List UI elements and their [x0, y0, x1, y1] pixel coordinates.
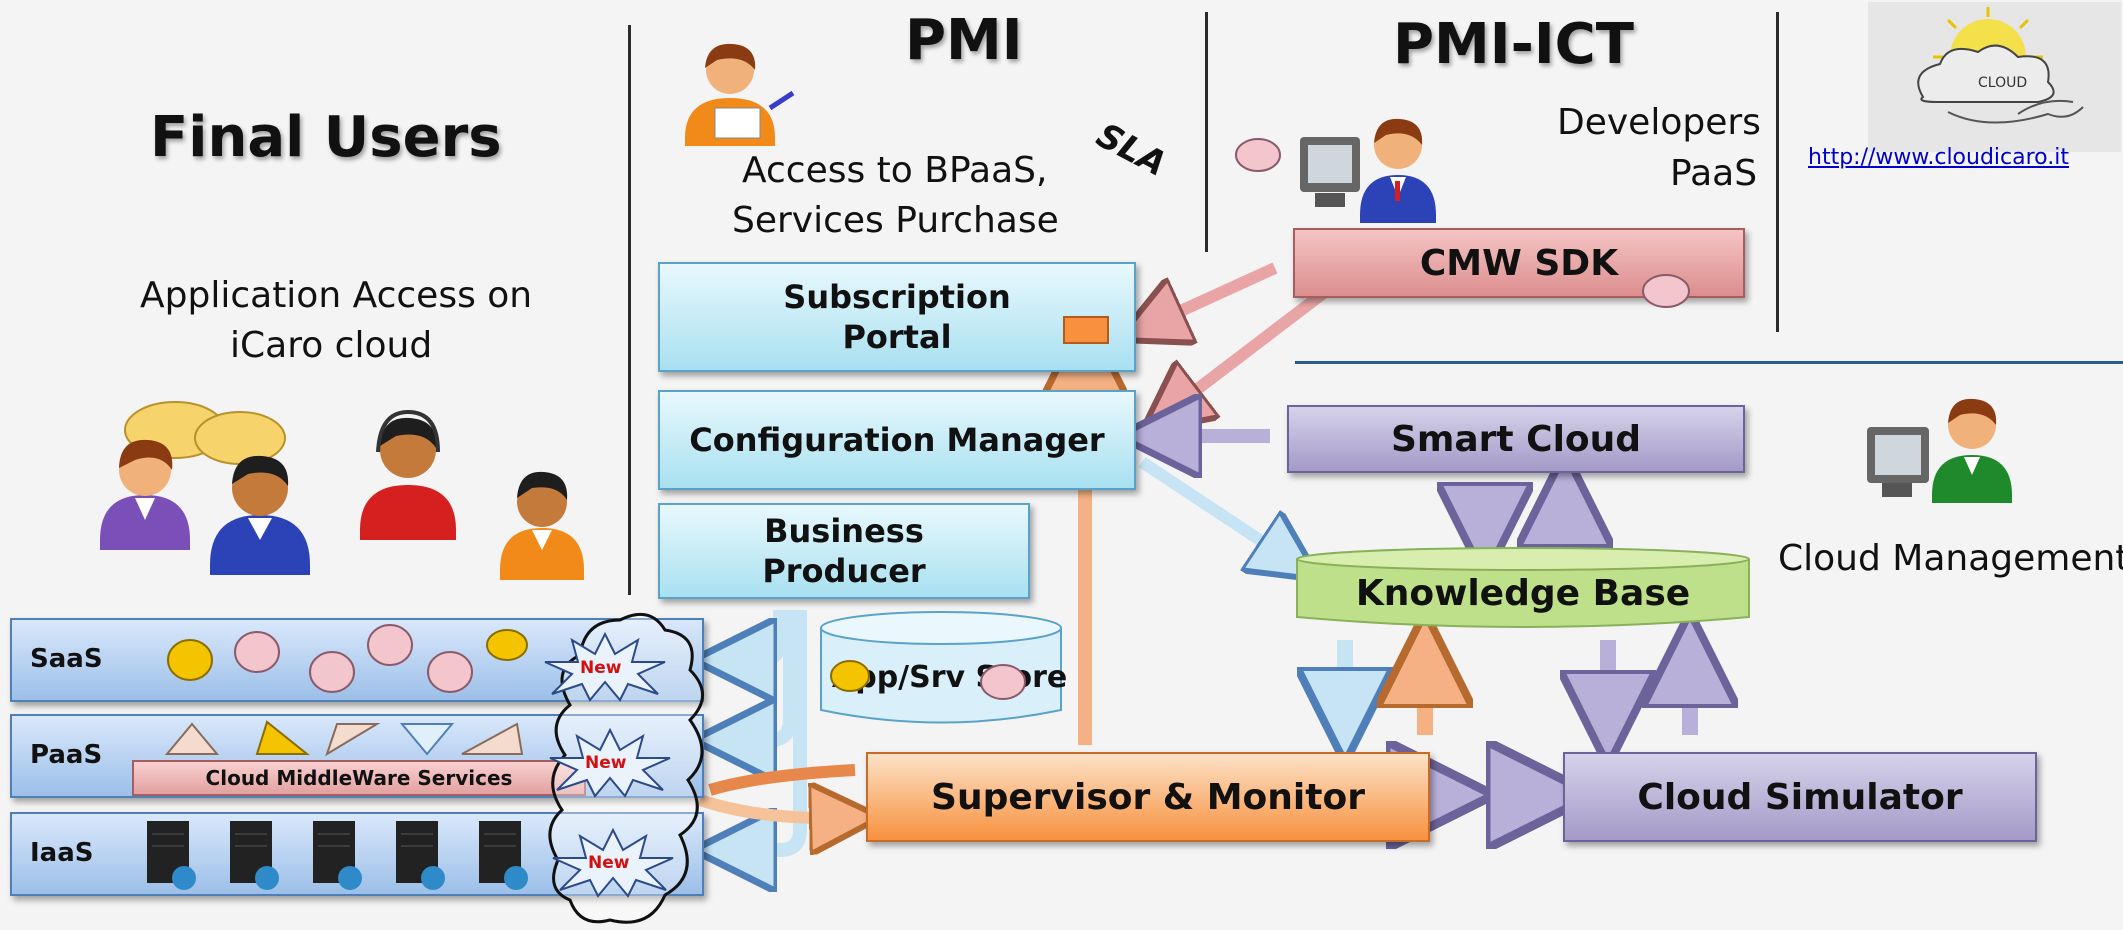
- server-icon: [147, 821, 196, 890]
- separator-final-users-pmi: [628, 25, 631, 595]
- cloud-middleware-bar: Cloud MiddleWare Services: [132, 760, 586, 796]
- subscription-portal-line2: Portal: [842, 318, 952, 356]
- cloud-simulator-label: Cloud Simulator: [1637, 776, 1963, 818]
- saas-label: SaaS: [30, 644, 103, 674]
- service-ball-icon: [309, 651, 355, 693]
- knowledge-base-label: Knowledge Base: [1355, 573, 1691, 614]
- smart-cloud-label: Smart Cloud: [1390, 418, 1642, 460]
- server-icon: [479, 821, 528, 890]
- paas-label: PaaS: [30, 740, 103, 770]
- app-srv-store-cylinder: App/Srv Store: [818, 610, 1068, 730]
- new-starburst-saas: [544, 632, 666, 702]
- service-ball-icon: [234, 631, 280, 673]
- user-person-icon: [210, 455, 310, 575]
- arrow-producer-to-saas: [735, 610, 787, 660]
- new-badge-iaas: New: [588, 853, 630, 873]
- developers-label: Developers: [1557, 102, 1761, 143]
- cloud-simulator-box: Cloud Simulator: [1563, 752, 2037, 842]
- service-ball-icon: [367, 624, 413, 666]
- saas-service-balls: [167, 624, 528, 693]
- business-producer-line2: Producer: [762, 552, 926, 590]
- cloud-management-label: Cloud Management: [1778, 538, 2123, 579]
- cloudicaro-link[interactable]: http://www.cloudicaro.it: [1808, 145, 2069, 170]
- sdk-component-icon: [1642, 274, 1690, 308]
- pmi-ict-heading: PMI-ICT: [1393, 12, 1634, 77]
- arrow-config-to-kb: [1138, 456, 1290, 560]
- cmw-sdk-label: CMW SDK: [1419, 242, 1619, 284]
- arrow-sdk-to-config: [1170, 283, 1334, 410]
- pmi-access-line2: Services Purchase: [732, 200, 1059, 241]
- cloud-management-admin-icon: [1867, 398, 2012, 503]
- pmi-access-line1: Access to BPaaS,: [742, 150, 1048, 191]
- business-producer-box: Business Producer: [658, 503, 1030, 599]
- service-ball-icon: [980, 664, 1026, 700]
- new-starburst-iaas: [552, 828, 674, 898]
- cloud-middleware-label: Cloud MiddleWare Services: [205, 766, 513, 790]
- pmi-user-icon: [685, 43, 795, 146]
- service-ball-icon: [486, 629, 528, 661]
- separator-pmi-pmiict: [1205, 12, 1208, 252]
- final-users-caption-line2: iCaro cloud: [230, 325, 433, 366]
- subscription-portal-line1: Subscription: [783, 278, 1011, 316]
- server-icon: [230, 821, 279, 890]
- supervisor-monitor-label: Supervisor & Monitor: [931, 776, 1365, 818]
- user-person-icon: [500, 471, 584, 580]
- server-icon: [396, 821, 445, 890]
- user-person-icon: [100, 439, 190, 550]
- cloudicaro-logo: CLOUD: [1868, 2, 2121, 152]
- final-users-heading: Final Users: [150, 105, 502, 170]
- horizontal-separator: [1295, 361, 2123, 364]
- arrow-sdk-to-portal: [1150, 262, 1278, 325]
- user-person-icon: [360, 409, 456, 540]
- configuration-manager-box: Configuration Manager: [658, 390, 1136, 490]
- new-badge-saas: New: [580, 658, 622, 678]
- new-starburst-paas: [549, 728, 671, 798]
- arrow-producer-to-paas: [735, 610, 797, 740]
- logo-cloud-text: CLOUD: [1978, 75, 2027, 91]
- developer-at-computer-icon: [1235, 118, 1436, 223]
- paas-label: PaaS: [1670, 153, 1758, 194]
- smart-cloud-box: Smart Cloud: [1287, 405, 1745, 473]
- arrow-supervisor-to-layers: [708, 764, 856, 796]
- service-ball-icon: [167, 639, 213, 681]
- business-producer-line1: Business: [764, 512, 924, 550]
- final-users-caption-line1: Application Access on: [140, 275, 533, 316]
- cloud-icon: [1917, 44, 2055, 103]
- portal-connector-square: [1063, 316, 1109, 344]
- subscription-portal-box: Subscription Portal: [658, 262, 1136, 372]
- new-badge-paas: New: [585, 753, 627, 773]
- iaas-label: IaaS: [30, 838, 94, 868]
- server-icon: [313, 821, 362, 890]
- paas-triangles: [164, 720, 524, 757]
- separator-pmiict-logo: [1776, 12, 1779, 332]
- iaas-servers: [147, 821, 528, 890]
- arrow-producer-to-iaas: [735, 610, 807, 850]
- supervisor-monitor-box: Supervisor & Monitor: [866, 752, 1430, 842]
- service-ball-icon: [830, 660, 870, 692]
- configuration-manager-label: Configuration Manager: [689, 421, 1105, 459]
- app-srv-store-label: App/Srv Store: [832, 660, 1068, 695]
- pmi-heading: PMI: [905, 8, 1023, 73]
- knowledge-base-cylinder: Knowledge Base: [1295, 545, 1751, 635]
- arrow-layers-to-supervisor: [698, 800, 845, 818]
- service-ball-icon: [427, 651, 473, 693]
- final-users-people-illustration: [100, 401, 584, 580]
